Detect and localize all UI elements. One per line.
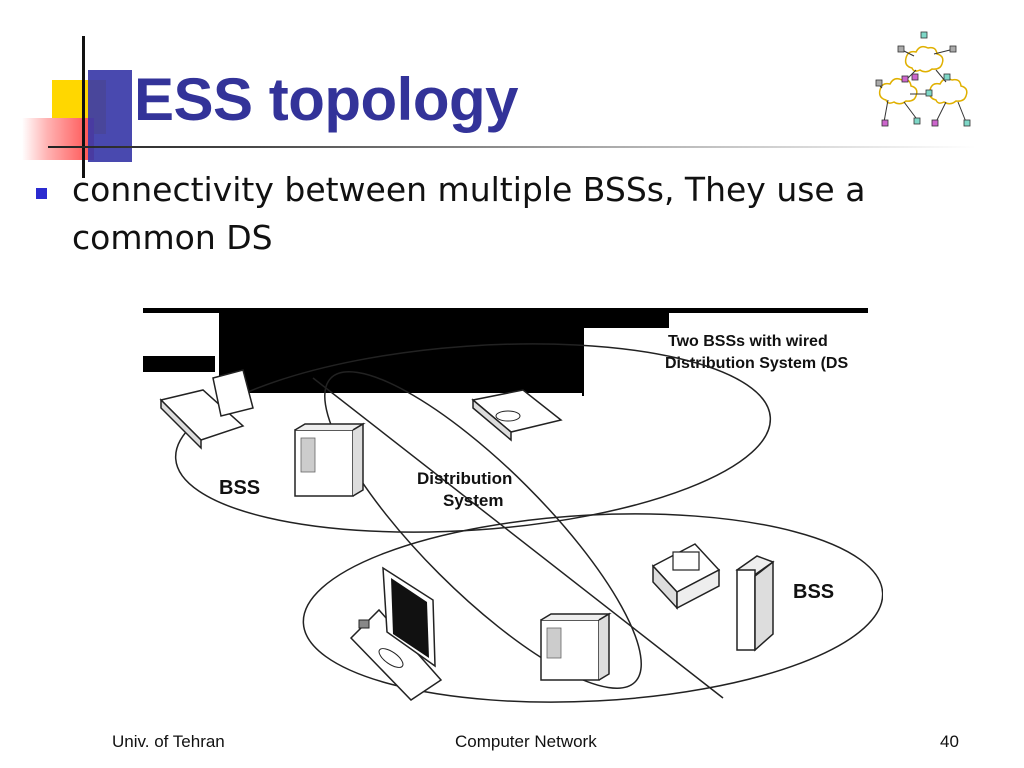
ds-label-line2: System <box>443 491 503 510</box>
laptop-top-icon <box>473 390 561 440</box>
access-point-icon <box>295 424 363 496</box>
bss-left-label: BSS <box>219 477 260 499</box>
bullet-square-icon <box>36 188 47 199</box>
laptop-icon <box>351 568 441 700</box>
ds-label-line1: Distribution <box>417 469 512 488</box>
figure-caption-line1: Two BSSs with wired <box>668 333 828 350</box>
bullet-list: connectivity between multiple BSSs, They… <box>34 166 964 262</box>
figure-caption-line2: Distribution System (DS <box>665 355 848 372</box>
ess-diagram: Two BSSs with wired Distribution System … <box>143 308 883 703</box>
slide-title: ESS topology <box>134 64 518 136</box>
server-tower-icon <box>737 556 773 650</box>
footer-institution: Univ. of Tehran <box>112 732 225 752</box>
scan-artifact-left <box>143 356 215 372</box>
deco-vertical-line <box>82 36 85 178</box>
footer-page-number: 40 <box>940 732 959 752</box>
workstation-icon <box>161 370 253 448</box>
scan-artifact-top <box>143 308 868 313</box>
bullet-text: connectivity between multiple BSSs, They… <box>72 166 964 262</box>
network-clouds-logo-icon <box>874 30 974 130</box>
printer-icon <box>653 544 719 608</box>
deco-blue-block <box>88 70 132 162</box>
bss-right-label: BSS <box>793 581 834 603</box>
title-underline <box>48 146 976 148</box>
access-point-2-icon <box>541 614 609 680</box>
footer-course: Computer Network <box>455 732 597 752</box>
